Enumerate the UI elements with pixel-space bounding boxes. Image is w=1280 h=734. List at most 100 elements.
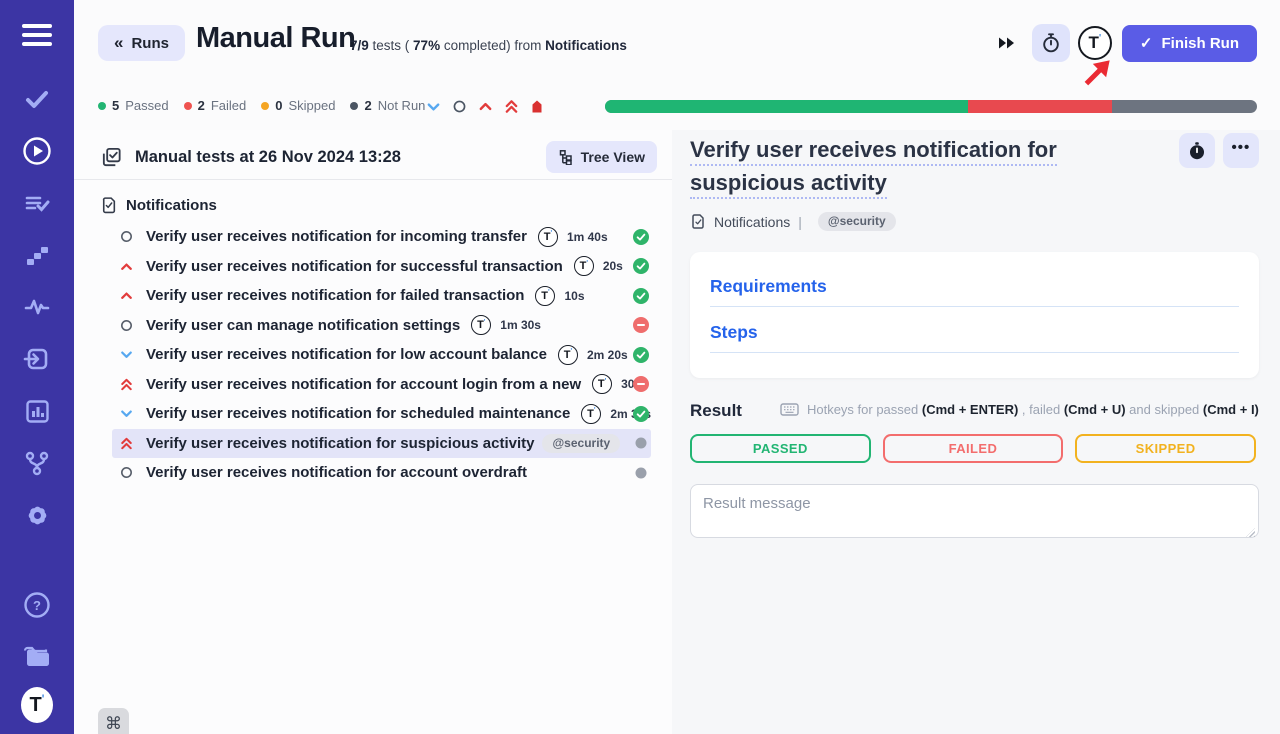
test-timer-button[interactable] [1178, 133, 1215, 168]
test-sections-card: Requirements Steps [690, 252, 1259, 378]
run-progress-bar [605, 100, 1257, 113]
notrun-dot-icon [350, 101, 359, 110]
back-label: Runs [131, 34, 169, 52]
priority-low-filter-icon[interactable] [424, 98, 442, 114]
stopwatch-icon [1043, 33, 1059, 53]
test-title: Verify user receives notification for ac… [146, 375, 582, 393]
requirements-section-toggle[interactable]: Requirements [710, 276, 1239, 307]
passed-button[interactable]: PASSED [690, 434, 871, 463]
status-passed-icon [633, 258, 649, 275]
breadcrumb-separator: | [798, 213, 802, 230]
test-row[interactable]: Verify user receives notification for sc… [112, 399, 651, 429]
sidebar-item-help[interactable]: ? [21, 590, 53, 620]
timer-button[interactable] [1031, 24, 1070, 62]
testomat-logo-icon: T' [537, 226, 558, 247]
priority-critical-icon [118, 436, 134, 451]
passed-dot-icon [98, 101, 106, 110]
menu-icon[interactable] [22, 24, 52, 46]
checklist-icon [102, 147, 121, 166]
test-row[interactable]: Verify user can manage notification sett… [112, 311, 651, 341]
hotkeys-button[interactable]: ⌘ [98, 708, 129, 734]
test-row[interactable]: Verify user receives notification for ac… [112, 370, 651, 400]
finish-run-button[interactable]: ✓ Finish Run [1121, 24, 1257, 62]
test-duration: 2m 20s [586, 347, 628, 362]
run-list-title: Manual tests at 26 Nov 2024 13:28 [135, 147, 401, 166]
priority-high-filter-icon[interactable] [476, 98, 494, 114]
status-passed-icon [633, 346, 649, 363]
test-list-panel: Manual tests at 26 Nov 2024 13:28 Tree V… [74, 130, 672, 734]
failed-button[interactable]: FAILED [882, 434, 1064, 463]
sidebar-item-logo[interactable]: T' [21, 687, 53, 723]
test-detail-title[interactable]: Verify user receives notification for su… [690, 133, 1160, 199]
user-logo-badge[interactable]: T' [1077, 26, 1112, 60]
branch-icon [25, 451, 49, 476]
sidebar-item-analytics[interactable] [21, 396, 53, 426]
test-row[interactable]: Verify user receives notification for fa… [112, 281, 651, 311]
failed-dot-icon [183, 101, 192, 110]
sidebar-item-settings[interactable] [21, 500, 53, 530]
testomat-logo-icon: T' [573, 256, 594, 277]
skipped-dot-icon [261, 101, 270, 110]
priority-high-icon [118, 259, 134, 274]
test-rows: Verify user receives notification for in… [74, 222, 672, 488]
priority-filters [424, 98, 546, 114]
testomat-logo-icon: T' [592, 374, 613, 395]
bar-chart-icon [25, 399, 49, 423]
sidebar-item-test-plans[interactable] [21, 188, 53, 218]
testomat-logo-icon: T' [581, 403, 602, 424]
sidebar: ? T' [0, 0, 74, 734]
test-tag: @security [542, 433, 621, 453]
test-row[interactable]: Verify user receives notification for lo… [112, 340, 651, 370]
sidebar-item-import[interactable] [21, 344, 53, 374]
check-icon: ✓ [1139, 35, 1153, 52]
sidebar-item-branches[interactable] [21, 448, 53, 478]
play-circle-icon [23, 137, 51, 165]
more-actions-button[interactable]: ••• [1222, 133, 1259, 168]
priority-normal-filter-icon[interactable] [450, 98, 468, 114]
breadcrumb[interactable]: Notifications [714, 213, 791, 230]
progress-passed-segment [605, 100, 968, 113]
sidebar-item-pulse[interactable] [21, 292, 53, 322]
test-row[interactable]: Verify user receives notification for su… [112, 428, 651, 458]
sidebar-item-projects[interactable] [21, 640, 53, 670]
status-notrun-icon [633, 435, 649, 451]
suite-header-notifications[interactable]: Notifications [74, 180, 672, 220]
security-tag[interactable]: @security [817, 212, 896, 231]
test-row[interactable]: Verify user receives notification for in… [112, 222, 651, 252]
test-title: Verify user receives notification for ac… [146, 464, 527, 482]
page-title: Manual Run [196, 22, 356, 54]
test-title: Verify user receives notification for su… [146, 257, 563, 275]
sidebar-item-tasks[interactable] [21, 84, 53, 114]
priority-blocker-filter-icon[interactable] [528, 98, 546, 114]
priority-normal-icon [118, 465, 134, 480]
tree-view-button[interactable]: Tree View [545, 141, 657, 173]
topbar: « Runs Manual Run 7/9 tests ( 77% comple… [74, 0, 1280, 86]
sidebar-item-steps[interactable] [21, 240, 53, 270]
priority-critical-filter-icon[interactable] [502, 98, 520, 114]
divider [74, 179, 672, 180]
test-title: Verify user receives notification for in… [146, 228, 527, 246]
keyboard-icon [780, 403, 799, 416]
test-duration: 1m 30s [500, 318, 541, 333]
status-passed-icon [633, 405, 649, 422]
list-check-icon [25, 196, 50, 212]
test-row[interactable]: Verify user receives notification for ac… [112, 458, 651, 488]
test-row[interactable]: Verify user receives notification for su… [112, 252, 651, 282]
skipped-button[interactable]: SKIPPED [1075, 434, 1256, 463]
chevrons-left-icon: « [114, 33, 124, 52]
progress-failed-segment [967, 100, 1113, 113]
sidebar-item-runs[interactable] [21, 136, 53, 166]
fast-forward-icon[interactable] [997, 35, 1016, 51]
status-failed-icon [633, 317, 649, 334]
test-title: Verify user can manage notification sett… [146, 316, 461, 334]
steps-section-toggle[interactable]: Steps [710, 322, 1239, 353]
result-message-input[interactable] [690, 484, 1259, 538]
priority-critical-icon [118, 377, 134, 392]
check-icon [26, 91, 48, 108]
testomat-logo-icon: T' [471, 315, 492, 336]
runs-back-button[interactable]: « Runs [98, 25, 185, 61]
